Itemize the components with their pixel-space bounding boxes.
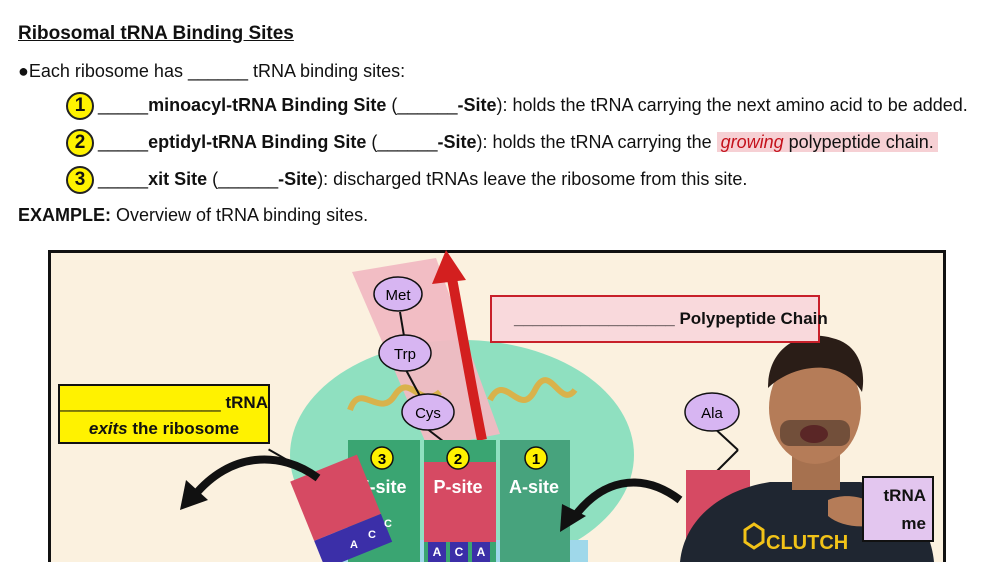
red-arrow-head (432, 250, 466, 284)
a-site-label: A-site (509, 477, 559, 497)
intro-text: Each ribosome has (28, 61, 188, 81)
squiggle-right (487, 377, 578, 403)
exit-trna-word: tRNA (220, 393, 268, 412)
enter-arrow-head (560, 504, 586, 532)
exit-label-box: _________________ tRNA exits the ribosom… (58, 384, 270, 444)
anticodon-letter: C (368, 529, 376, 541)
highlighted-phrase: growing polypeptide chain. (716, 131, 938, 152)
blank: _________________ (60, 393, 221, 412)
page-title: Ribosomal tRNA Binding Sites (18, 23, 294, 44)
amino-acid-label: Trp (394, 346, 416, 363)
description: ): holds the tRNA carrying the (476, 131, 717, 152)
p-anticodon-a2 (472, 542, 490, 562)
example-text: Overview of tRNA binding sites. (111, 205, 369, 225)
anticodon-letter: A (477, 545, 486, 559)
enter-line-1: tRNA (883, 486, 927, 505)
exit-arrow-head (180, 480, 208, 510)
exit-arrow (190, 455, 321, 499)
exit-rest: the ribosome (127, 419, 240, 438)
site-number-badge (446, 446, 470, 470)
text: ( (207, 168, 219, 189)
exit-line-1: _________________ tRNA (60, 390, 268, 416)
blank: _____ (98, 94, 149, 115)
blank: _____ (98, 131, 149, 152)
amino-acid-label: Ala (701, 405, 723, 422)
blank: ______ (377, 131, 438, 152)
enter-line-2: me (901, 514, 926, 533)
amino-acid-label: Cys (415, 405, 441, 422)
list-item: 2_____eptidyl-tRNA Binding Site (______-… (66, 129, 938, 157)
site-number-badge (524, 446, 548, 470)
polypeptide-label: Polypeptide Chain (674, 309, 828, 328)
intro-text-after: tRNA binding sites: (248, 61, 406, 81)
enter-label-box: tRNA me (862, 476, 934, 542)
bond-line (399, 311, 405, 337)
site-name: minoacyl-tRNA Binding Site (148, 94, 387, 115)
bond-line (405, 369, 421, 397)
blank: ______ (397, 94, 458, 115)
logo-icon (743, 522, 765, 550)
site-number: 1 (532, 451, 540, 468)
p-anticodon-a (428, 542, 446, 562)
polypeptide-label-box: _________________ Polypeptide Chain (490, 295, 828, 343)
bond-line (715, 449, 739, 473)
site-suffix: -Site (437, 131, 477, 152)
blank: _________________ (514, 309, 675, 328)
emphasis-word: growing (720, 131, 784, 152)
bullet: ● (18, 61, 29, 81)
site-number: 3 (378, 451, 386, 468)
list-item: 1_____minoacyl-tRNA Binding Site (______… (66, 92, 968, 120)
p-site-trna (424, 462, 496, 542)
intro-line: ●Each ribosome has ______ tRNA binding s… (18, 61, 405, 82)
logo-text: CLUTCH (766, 532, 848, 554)
blank: ______ (218, 168, 279, 189)
p-anticodon-c (450, 542, 468, 562)
number-badge: 2 (66, 129, 94, 157)
exit-line-2: exits the ribosome (60, 416, 268, 442)
red-arrow-shaft (445, 267, 487, 441)
amino-acid-met (373, 276, 423, 312)
p-site-label: P-site (433, 477, 482, 497)
site-suffix: -Site (457, 94, 497, 115)
description: ): holds the tRNA carrying the next amin… (496, 94, 968, 115)
amino-acid-label: Met (385, 287, 411, 304)
description: ): discharged tRNAs leave the ribosome f… (317, 168, 748, 189)
amino-acid-cys (401, 393, 455, 431)
site-suffix: -Site (278, 168, 318, 189)
amino-acid-trp (378, 334, 432, 372)
site-name: xit Site (148, 168, 208, 189)
description-tail: polypeptide chain. (783, 131, 934, 152)
anticodon-letter: C (384, 518, 392, 530)
number-badge: 3 (66, 166, 94, 194)
example-line: EXAMPLE: Overview of tRNA binding sites. (18, 205, 368, 226)
site-name: eptidyl-tRNA Binding Site (148, 131, 367, 152)
site-number-badge (370, 446, 394, 470)
text: ( (386, 94, 398, 115)
intro-blank: ______ (187, 61, 249, 81)
example-label: EXAMPLE: (18, 205, 112, 225)
anticodon-letter: A (350, 539, 358, 551)
anticodon-letter: A (433, 545, 442, 559)
amino-acid-ala (684, 392, 740, 432)
blank: _____ (98, 168, 149, 189)
text: ( (366, 131, 378, 152)
list-item: 3_____xit Site (______-Site): discharged… (66, 166, 747, 194)
number-badge: 1 (66, 92, 94, 120)
site-number: 2 (454, 451, 462, 468)
anticodon-letter: C (455, 545, 464, 559)
exit-italic: exits (88, 419, 128, 438)
enter-arrow (568, 478, 683, 523)
